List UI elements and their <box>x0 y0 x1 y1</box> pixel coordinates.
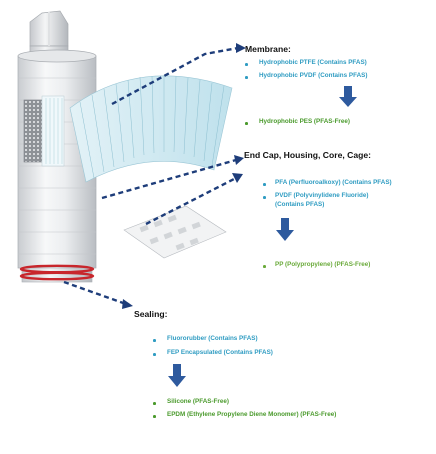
sealing-down-arrow-icon <box>168 364 186 387</box>
endcap-bullet-3 <box>263 265 266 268</box>
sealing-bullet-2 <box>153 353 156 356</box>
sealing-bullet-1 <box>153 339 156 342</box>
endcap-down-arrow-icon <box>276 218 294 241</box>
sealing-item-fep: FEP Encapsulated (Contains PFAS) <box>167 349 273 356</box>
leader-arrow-membrane <box>111 43 246 106</box>
endcap-bullet-1 <box>263 183 266 186</box>
sealing-item-epdm: EPDM (Ethylene Propylene Diene Monomer) … <box>167 411 337 418</box>
endcap-item-pvdf: PVDF (Polyvinylidene Fluoride) (Contains… <box>275 192 369 208</box>
seal-rings <box>19 264 95 283</box>
membrane-bullet-2 <box>245 76 248 79</box>
endcap-heading: End Cap, Housing, Core, Cage: <box>244 150 372 160</box>
leader-arrow-cage <box>145 173 243 226</box>
endcap-bullet-2 <box>263 196 266 199</box>
membrane-heading: Membrane: <box>245 44 291 54</box>
top-end-cap <box>29 10 69 57</box>
sealing-bullet-3 <box>153 402 156 405</box>
membrane-pleats <box>69 75 233 183</box>
membrane-bullet-3 <box>245 122 248 125</box>
sealing-item-fluororubber: Fluororubber (Contains PFAS) <box>167 335 258 342</box>
endcap-item-pp: PP (Polypropylene) (PFAS-Free) <box>275 261 371 268</box>
membrane-item-pes: Hydrophobic PES (PFAS-Free) <box>259 118 350 125</box>
sealing-item-silicone: Silicone (PFAS-Free) <box>167 398 229 405</box>
membrane-down-arrow-icon <box>339 86 357 107</box>
leader-arrow-sealing <box>63 280 133 309</box>
membrane-bullet-1 <box>245 63 248 66</box>
endcap-item-pfa: PFA (Perfluoroalkoxy) (Contains PFAS) <box>275 179 392 186</box>
leader-arrow-endcap <box>101 155 244 200</box>
sealing-bullet-4 <box>153 415 156 418</box>
membrane-item-pvdf: Hydrophobic PVDF (Contains PFAS) <box>259 72 368 79</box>
cage-fragment <box>123 205 227 259</box>
sealing-heading: Sealing: <box>134 309 168 319</box>
membrane-item-ptfe: Hydrophobic PTFE (Contains PFAS) <box>259 59 367 66</box>
